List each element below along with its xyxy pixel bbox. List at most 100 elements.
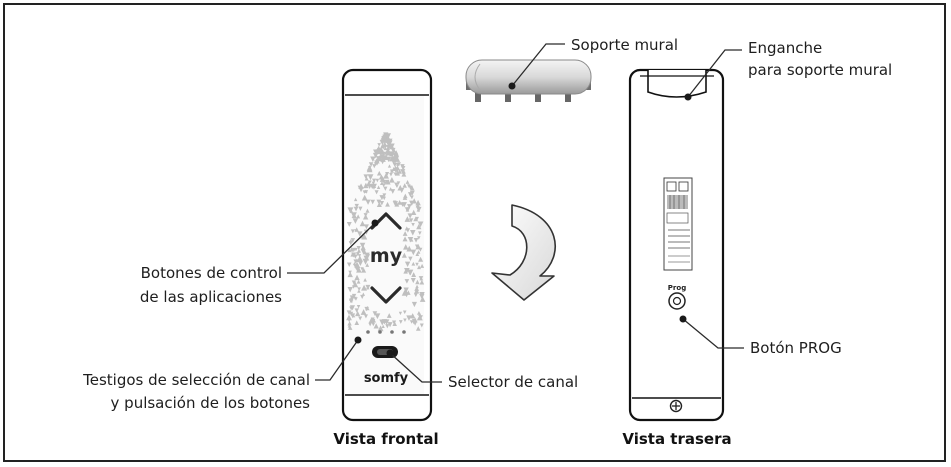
- pattern-triangle: [362, 250, 367, 255]
- wall-bracket: [465, 59, 592, 102]
- down-chevron-icon[interactable]: [370, 286, 402, 304]
- label-hook-line2: para soporte mural: [748, 61, 892, 79]
- pattern-triangle: [382, 196, 386, 201]
- pattern-triangle: [365, 285, 370, 290]
- pattern-triangle: [417, 221, 424, 228]
- pattern-triangle: [401, 202, 407, 208]
- pattern-triangle: [404, 267, 410, 274]
- pattern-triangle: [412, 317, 418, 323]
- my-button[interactable]: my: [370, 245, 403, 267]
- pattern-triangle: [385, 149, 392, 156]
- pattern-triangle: [353, 197, 358, 202]
- pattern-triangle: [372, 152, 379, 159]
- pattern-triangle: [415, 199, 421, 206]
- pattern-triangle: [394, 157, 400, 162]
- pattern-triangle: [418, 315, 423, 320]
- label-control-buttons-line2: de las aplicaciones: [140, 288, 282, 306]
- pattern-triangle: [417, 265, 422, 270]
- pattern-triangle: [351, 285, 356, 289]
- pattern-triangle: [415, 216, 419, 221]
- pattern-triangle: [364, 182, 368, 187]
- pattern-triangle: [389, 169, 394, 174]
- pattern-triangle: [357, 248, 361, 253]
- pattern-triangle: [386, 145, 391, 150]
- pattern-triangle: [407, 269, 413, 276]
- label-hook-line1: Enganche: [748, 39, 822, 57]
- pattern-triangle: [381, 183, 386, 188]
- pattern-triangle: [387, 164, 392, 168]
- pattern-triangle: [403, 287, 409, 293]
- screw-icon: [669, 399, 683, 413]
- pattern-triangle: [415, 243, 421, 250]
- pattern-triangle: [367, 184, 373, 189]
- pattern-triangle: [385, 324, 390, 329]
- pattern-triangle: [411, 301, 418, 308]
- pattern-triangle: [349, 238, 353, 243]
- pattern-triangle: [402, 236, 408, 242]
- pattern-triangle: [354, 261, 360, 268]
- pattern-triangle: [409, 320, 414, 324]
- pattern-triangle: [368, 322, 372, 327]
- pattern-triangle: [381, 324, 385, 328]
- pattern-triangle: [417, 231, 422, 236]
- pattern-triangle: [402, 183, 407, 188]
- pattern-triangle: [353, 296, 357, 300]
- pattern-triangle: [416, 310, 421, 315]
- pattern-triangle: [366, 165, 373, 171]
- pattern-triangle: [356, 214, 361, 219]
- pattern-triangle: [401, 252, 407, 258]
- pattern-triangle: [377, 143, 381, 147]
- pattern-triangle: [372, 164, 377, 169]
- pattern-triangle: [404, 293, 409, 298]
- pattern-triangle: [397, 169, 402, 174]
- pattern-triangle: [416, 250, 421, 254]
- prog-button[interactable]: [668, 292, 686, 310]
- pattern-triangle: [418, 276, 424, 281]
- pattern-triangle: [355, 252, 360, 257]
- pattern-triangle: [415, 252, 420, 256]
- pattern-triangle: [415, 326, 421, 331]
- pattern-triangle: [370, 156, 376, 162]
- pattern-triangle: [363, 213, 368, 218]
- pattern-triangle: [346, 310, 352, 316]
- pattern-triangle: [357, 185, 362, 190]
- pattern-triangle: [347, 271, 353, 278]
- pattern-triangle: [349, 295, 356, 301]
- pattern-triangle: [350, 238, 356, 243]
- pattern-triangle: [360, 249, 366, 255]
- pattern-triangle: [350, 252, 356, 257]
- pattern-triangle: [364, 176, 369, 181]
- pattern-triangle: [409, 237, 414, 242]
- pattern-triangle: [408, 256, 413, 262]
- pattern-triangle: [364, 224, 369, 230]
- pattern-triangle: [402, 231, 408, 236]
- triangle-pattern: [346, 132, 426, 332]
- pattern-triangle: [370, 317, 375, 322]
- pattern-triangle: [365, 208, 370, 213]
- pattern-triangle: [363, 255, 369, 262]
- pattern-triangle: [389, 172, 393, 177]
- pattern-triangle: [402, 310, 407, 315]
- pattern-triangle: [382, 180, 386, 184]
- pattern-triangle: [364, 189, 368, 193]
- pattern-triangle: [393, 150, 399, 157]
- back-remote: Prog: [628, 68, 725, 422]
- pattern-triangle: [403, 244, 409, 250]
- pattern-triangle: [385, 156, 392, 163]
- label-leds-line2: y pulsación de los botones: [111, 394, 311, 412]
- pattern-triangle: [371, 322, 375, 327]
- pattern-triangle: [397, 199, 403, 205]
- pattern-triangle: [407, 204, 412, 209]
- pattern-triangle: [363, 174, 369, 180]
- pattern-triangle: [350, 212, 357, 219]
- pattern-triangle: [380, 143, 385, 149]
- pattern-triangle: [382, 155, 387, 160]
- pattern-triangle: [410, 230, 416, 236]
- pattern-triangle: [371, 183, 377, 190]
- pattern-triangle: [407, 213, 413, 219]
- pattern-triangle: [404, 217, 409, 222]
- pattern-triangle: [361, 194, 368, 201]
- pattern-triangle: [354, 247, 358, 252]
- pattern-triangle: [392, 162, 397, 168]
- pattern-triangle: [390, 189, 396, 194]
